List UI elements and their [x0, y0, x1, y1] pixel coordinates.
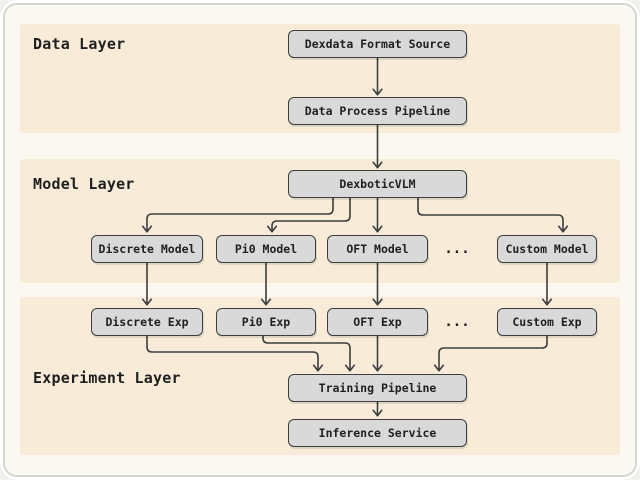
arrow-custom-model-to-custom-exp	[541, 262, 553, 306]
arrow-dataprocess-to-dexboticvlm	[372, 124, 383, 169]
layer-label-model: Model Layer	[33, 175, 135, 193]
arrow-oft-model-to-oft-exp	[372, 262, 383, 306]
arrow-dexboticvlm-to-discrete-model	[141, 197, 334, 233]
node-custom-model: Custom Model	[497, 235, 597, 263]
node-pi0-exp: Pi0 Exp	[216, 308, 316, 336]
node-data-process-pipeline: Data Process Pipeline	[288, 97, 467, 125]
node-dexbotic-vlm: DexboticVLM	[288, 170, 467, 198]
arrow-custom-exp-to-training	[433, 335, 548, 372]
node-discrete-model: Discrete Model	[91, 235, 203, 263]
node-training-pipeline: Training Pipeline	[288, 374, 467, 402]
node-dexdata-format-source: Dexdata Format Source	[288, 30, 467, 58]
node-pi0-model: Pi0 Model	[216, 235, 316, 263]
node-discrete-exp: Discrete Exp	[91, 308, 203, 336]
layer-label-data: Data Layer	[33, 35, 126, 53]
arrow-dexdata-to-dataprocess	[372, 57, 383, 96]
node-oft-exp: OFT Exp	[327, 308, 428, 336]
arrow-dexboticvlm-to-oft-model	[372, 197, 383, 233]
arrow-dexboticvlm-to-pi0-model	[266, 197, 351, 233]
arrow-pi0-model-to-pi0-exp	[260, 262, 272, 306]
arrow-dexboticvlm-to-custom-model	[417, 197, 569, 233]
exp-row-ellipsis: ...	[444, 314, 470, 330]
app-window: Data Layer Model Layer Experiment Layer …	[3, 3, 637, 477]
node-oft-model: OFT Model	[327, 235, 428, 263]
arrow-pi0-exp-to-training	[262, 335, 356, 372]
arrow-discrete-model-to-discrete-exp	[141, 262, 153, 306]
arrow-training-to-inference	[372, 401, 383, 417]
node-custom-exp: Custom Exp	[497, 308, 597, 336]
layer-label-experiment: Experiment Layer	[33, 369, 181, 387]
arrow-oft-exp-to-training	[372, 335, 383, 372]
node-inference-service: Inference Service	[288, 419, 467, 447]
model-row-ellipsis: ...	[444, 241, 470, 257]
arrow-discrete-exp-to-training	[146, 335, 324, 372]
